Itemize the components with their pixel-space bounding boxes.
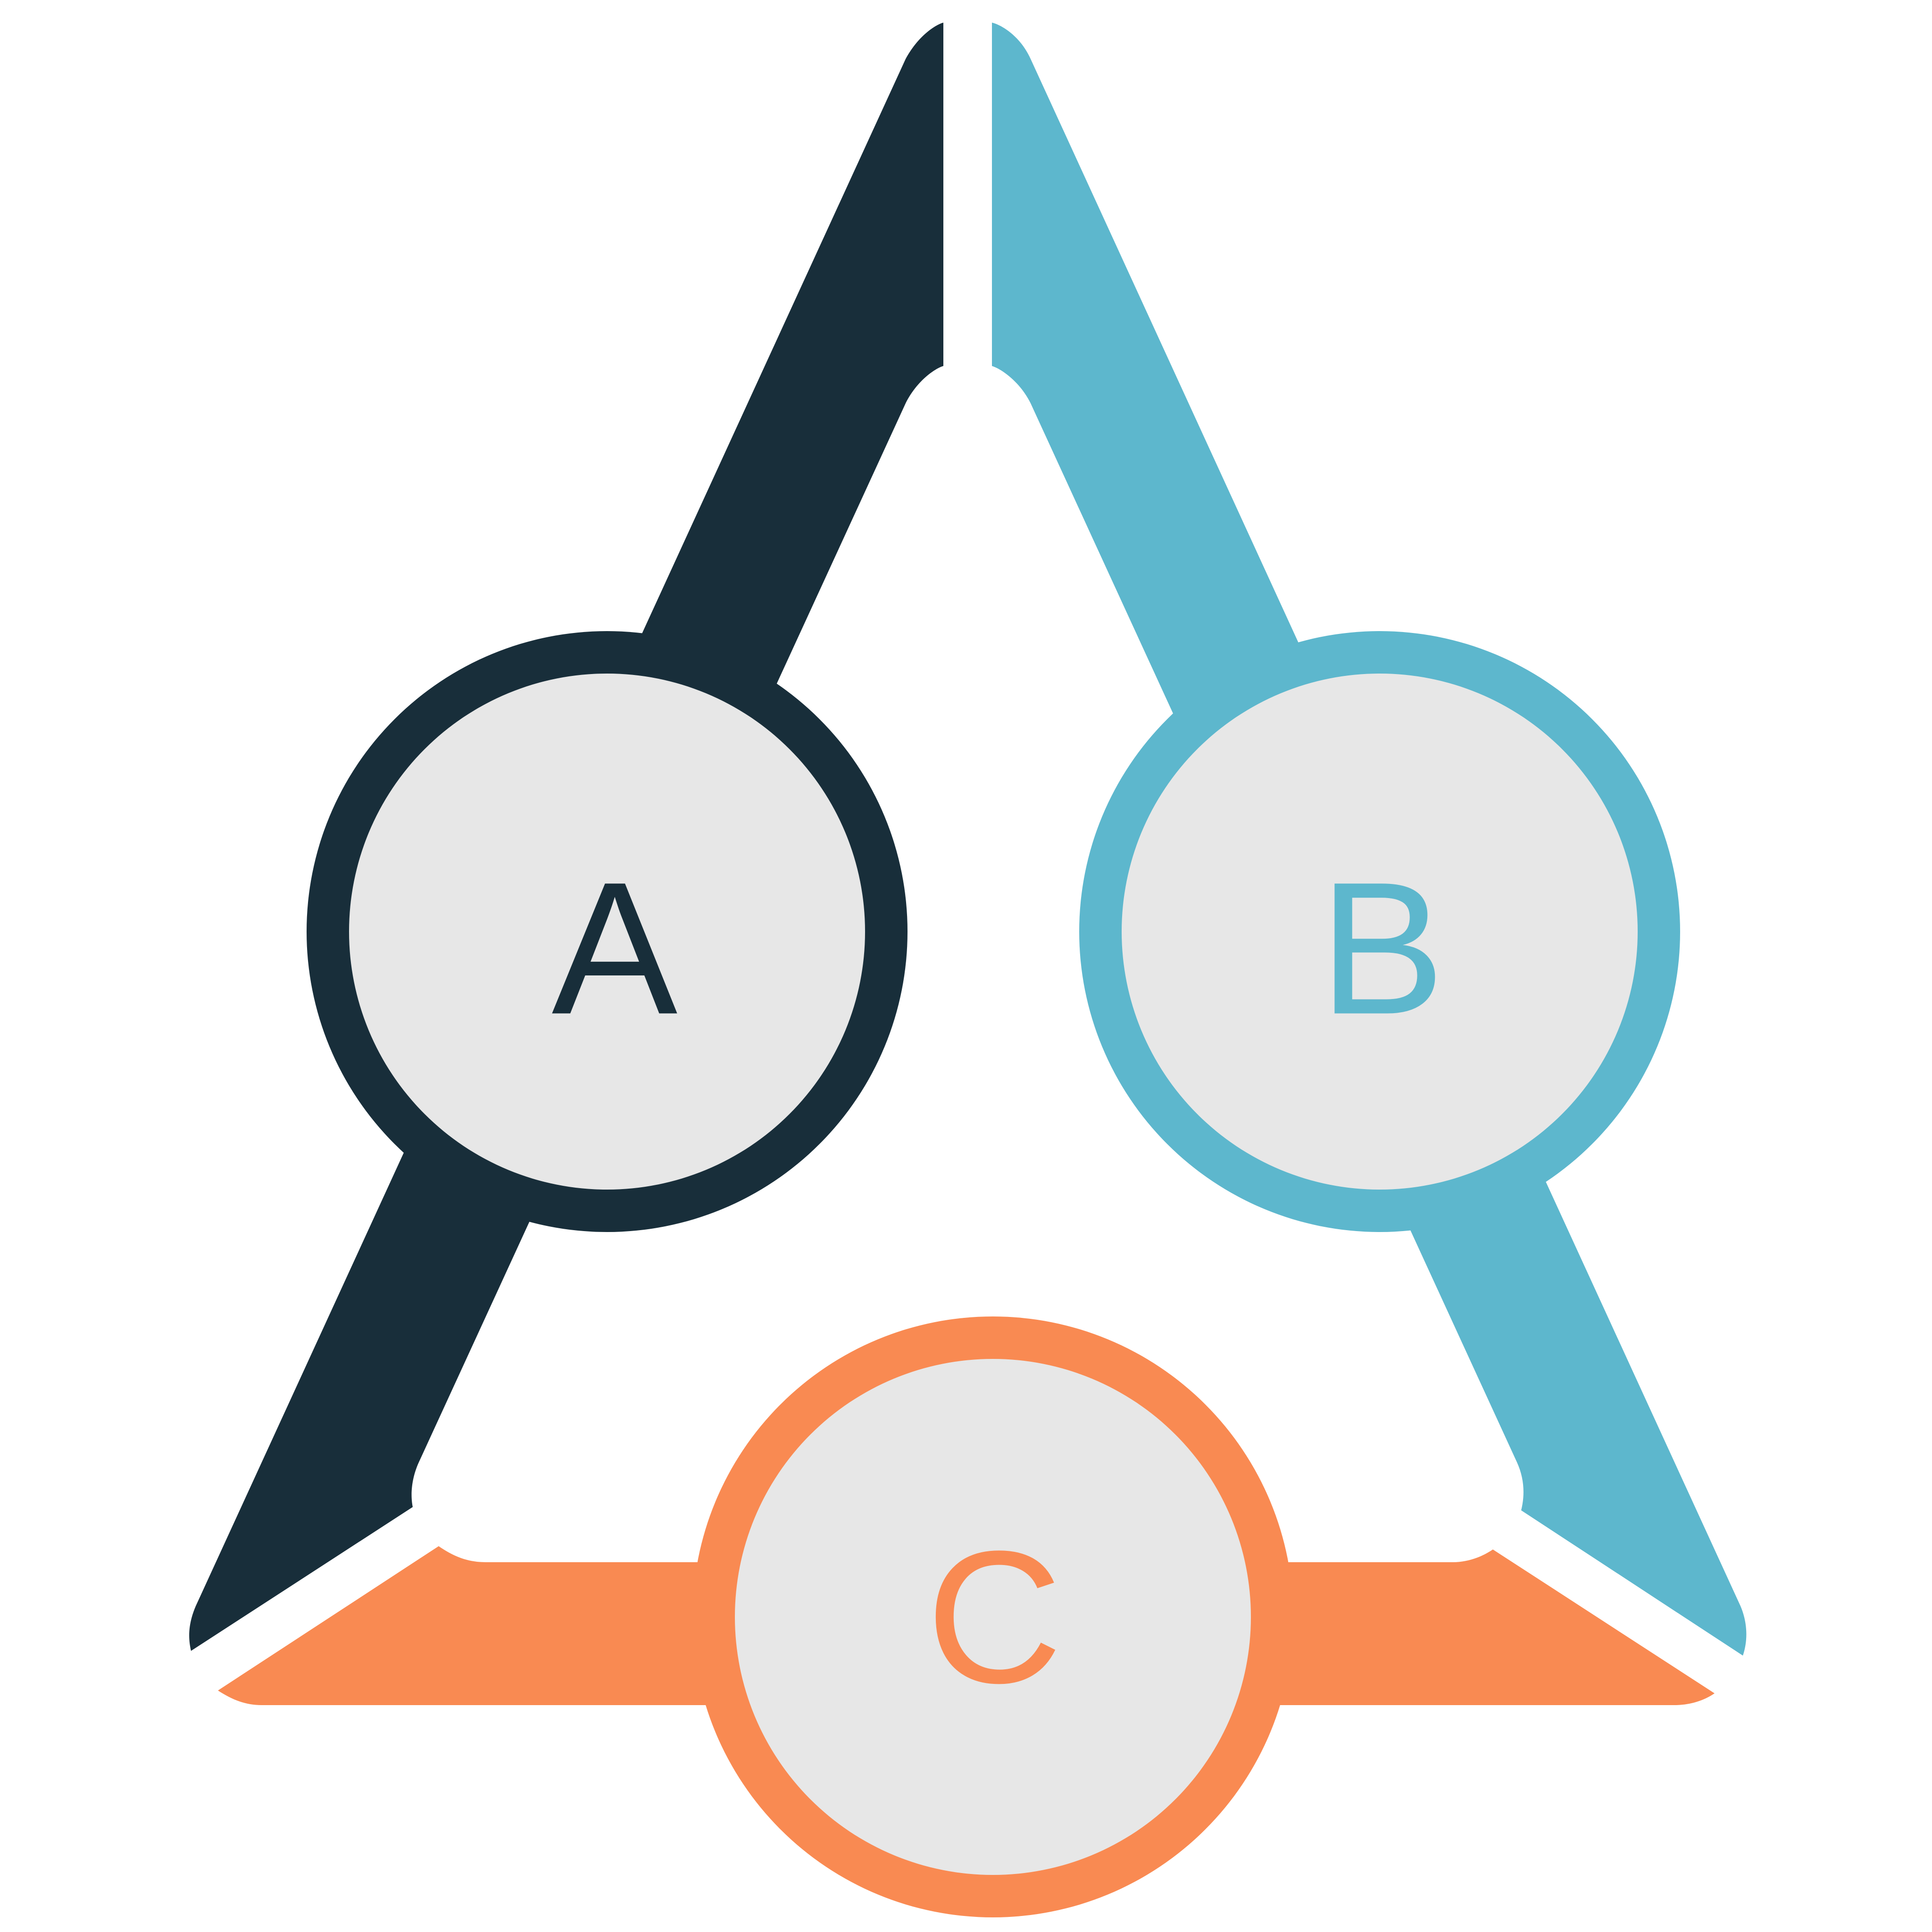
node-c: C — [692, 1316, 1293, 1917]
node-a-disc — [349, 674, 865, 1190]
node-b-disc — [1122, 674, 1638, 1190]
node-c-label: C — [926, 1512, 1063, 1723]
node-a-label: A — [552, 843, 679, 1054]
node-c-disc — [735, 1359, 1251, 1875]
node-b: B — [1079, 631, 1680, 1232]
node-a: A — [307, 631, 908, 1232]
node-b-label: B — [1319, 843, 1445, 1054]
